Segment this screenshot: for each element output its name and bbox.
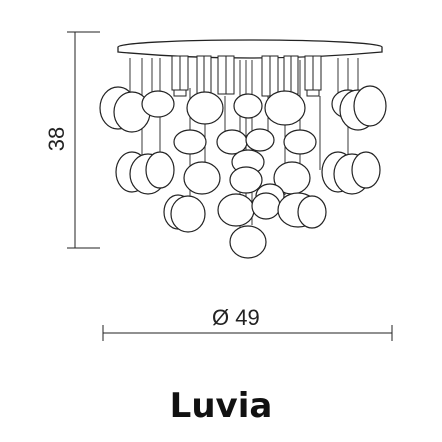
height-dimension-label: 38 bbox=[44, 126, 69, 152]
glass-ball bbox=[183, 161, 221, 195]
glass-ball bbox=[297, 195, 327, 229]
tube-holder bbox=[304, 55, 322, 97]
glass-balls bbox=[99, 85, 387, 259]
glass-ball bbox=[229, 225, 267, 259]
glass-ball bbox=[233, 93, 263, 119]
tube-holder bbox=[171, 55, 189, 97]
tube-holders bbox=[171, 55, 322, 97]
glass-ball bbox=[283, 129, 317, 155]
glass-ball bbox=[170, 195, 206, 233]
tube-holder bbox=[261, 55, 279, 97]
glass-ball bbox=[245, 128, 275, 152]
glass-ball bbox=[251, 192, 281, 220]
ceiling-canopy bbox=[117, 39, 383, 59]
diameter-dimension-line bbox=[102, 325, 393, 341]
glass-ball bbox=[145, 151, 175, 189]
diameter-dimension-label: Ø 49 bbox=[212, 305, 260, 330]
tube-holder bbox=[283, 55, 299, 95]
glass-ball bbox=[217, 193, 255, 227]
tube-holder bbox=[217, 55, 235, 95]
tube-holder bbox=[196, 55, 212, 97]
glass-ball bbox=[186, 91, 224, 125]
glass-ball bbox=[264, 90, 306, 126]
glass-ball bbox=[229, 166, 263, 194]
glass-ball bbox=[141, 90, 175, 118]
glass-ball bbox=[351, 151, 381, 189]
height-dimension-line bbox=[67, 31, 100, 249]
product-name: Luvia bbox=[169, 386, 273, 426]
glass-ball bbox=[353, 85, 387, 127]
glass-ball bbox=[173, 129, 207, 155]
